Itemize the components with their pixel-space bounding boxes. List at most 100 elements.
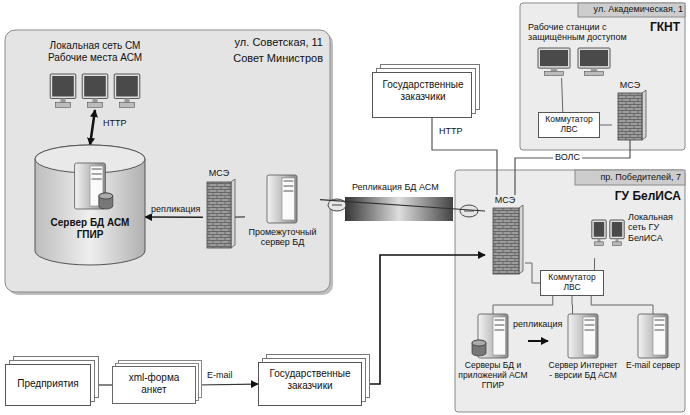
vpn-tunnel xyxy=(345,197,453,221)
monitor-screen xyxy=(84,76,106,96)
monitor-screen xyxy=(540,50,568,66)
connector-label: репликация xyxy=(511,319,564,329)
mon3-icon xyxy=(50,74,140,107)
connector-line xyxy=(600,125,612,126)
monitor-body xyxy=(578,48,610,68)
node-label: Локальная сеть СМ Рабочие места АСМ xyxy=(35,40,155,63)
device-node: Локальная сеть СМ Рабочие места АСМ xyxy=(35,40,155,110)
monitor-neck xyxy=(92,98,97,102)
connector-line xyxy=(320,200,485,211)
labeled-box: xml-форма анкет xyxy=(112,366,196,404)
monitor-neck xyxy=(124,98,129,102)
firewall-side xyxy=(519,205,523,274)
node-label: Локальная сеть ГУ БелИСА xyxy=(628,212,682,243)
device-node: МСЭ xyxy=(485,195,525,275)
connector-line xyxy=(515,140,630,195)
server-body xyxy=(638,314,668,358)
server-panel xyxy=(583,317,596,355)
site-region: пр. Победителей, 7 ГУ БелИСА МСЭ Локальная … xyxy=(455,170,685,412)
monitor-body xyxy=(114,74,140,98)
server-panel xyxy=(653,317,666,355)
connector-label: HTTP xyxy=(437,126,465,136)
server-slot xyxy=(284,191,294,192)
connector-line xyxy=(90,110,95,145)
site-region: ул. Академическая, 1ГКНТРабочие станции … xyxy=(520,3,685,150)
monitor-screen xyxy=(116,76,138,96)
node-label: МСЭ xyxy=(485,195,525,205)
server-slot xyxy=(92,169,102,170)
monitor-base xyxy=(613,242,622,246)
fw-icon xyxy=(618,90,646,140)
database-top xyxy=(99,193,113,199)
connector-line xyxy=(145,216,203,218)
monitor-screen xyxy=(594,222,604,237)
labeled-box: Государственные заказчики xyxy=(258,362,362,406)
connector-line xyxy=(591,296,653,314)
connector-label: ВОЛС xyxy=(553,152,582,162)
connector-line xyxy=(525,263,540,283)
database-symbol xyxy=(472,340,486,356)
region-area xyxy=(520,3,685,150)
cylinder-body xyxy=(35,145,145,265)
monitor-base xyxy=(87,103,102,108)
server-panel xyxy=(493,317,506,355)
server-slot xyxy=(655,320,665,321)
firewall-side xyxy=(231,179,235,248)
connector-line xyxy=(562,78,563,112)
monitor-body xyxy=(50,74,76,98)
connector-line xyxy=(528,340,548,342)
region-title: ул. Советская, 11 xyxy=(205,36,323,49)
node-label: E-mail сервер xyxy=(624,361,682,371)
fw-icon xyxy=(207,179,235,248)
database-symbol xyxy=(99,193,113,209)
connector-line xyxy=(572,296,574,314)
server-slot xyxy=(585,330,595,331)
server-slot xyxy=(92,179,102,180)
srv-icon xyxy=(638,314,668,358)
router-symbol xyxy=(460,205,478,217)
monitor-neck xyxy=(60,98,65,102)
node-label: Сервер БД АСМ ГПИР xyxy=(50,217,130,240)
srvdb-icon xyxy=(472,314,508,358)
server-body xyxy=(568,314,598,358)
device-node: МСЭ xyxy=(203,168,235,250)
server-slot xyxy=(495,320,505,321)
device-node: Локальная сеть ГУ БелИСА xyxy=(590,212,682,258)
monitor-screen xyxy=(612,222,622,237)
server-slot xyxy=(92,174,102,175)
region-title: ГУ БелИСА xyxy=(575,190,681,204)
monitor-neck xyxy=(551,68,557,71)
database-top xyxy=(472,340,486,346)
device-node: Сервер БД АСМ ГПИР xyxy=(35,145,145,265)
server-slot xyxy=(284,181,294,182)
node-label: Коммутатор ЛВС xyxy=(543,273,601,293)
server-slot xyxy=(495,330,505,331)
connector-line xyxy=(235,216,245,218)
device-picture xyxy=(485,195,525,275)
labeled-box: Предприятия xyxy=(5,364,91,406)
connector-label: репликация xyxy=(149,204,202,214)
monitor-body xyxy=(538,48,570,68)
region-area xyxy=(455,170,685,412)
device-node: МСЭ xyxy=(612,80,648,140)
firewall-wall xyxy=(618,93,642,140)
node-label: Серверы БД и приложений АСМ ГПИР xyxy=(458,361,528,390)
server-slot xyxy=(585,320,595,321)
node-label: Сервер Интернет - версии БД АСМ xyxy=(548,361,618,381)
region-title: ГКНТ xyxy=(640,21,680,35)
monitor-body xyxy=(82,74,108,98)
monitor-base xyxy=(119,103,134,108)
connector-label: HTTP xyxy=(101,118,129,128)
node-label: Промежуточный сервер БД xyxy=(245,227,320,248)
server-body xyxy=(267,175,297,223)
mon2-icon xyxy=(592,220,624,245)
connector-label: Репликация БД АСМ xyxy=(350,182,441,192)
node-label: Предприятия xyxy=(9,378,87,390)
region-title: пр. Победителей, 7 xyxy=(577,172,681,182)
monitor-base xyxy=(544,72,563,76)
srv-icon xyxy=(568,314,598,358)
server-panel xyxy=(282,178,295,220)
cyl-icon xyxy=(35,145,145,265)
firewall-wall xyxy=(207,182,231,248)
